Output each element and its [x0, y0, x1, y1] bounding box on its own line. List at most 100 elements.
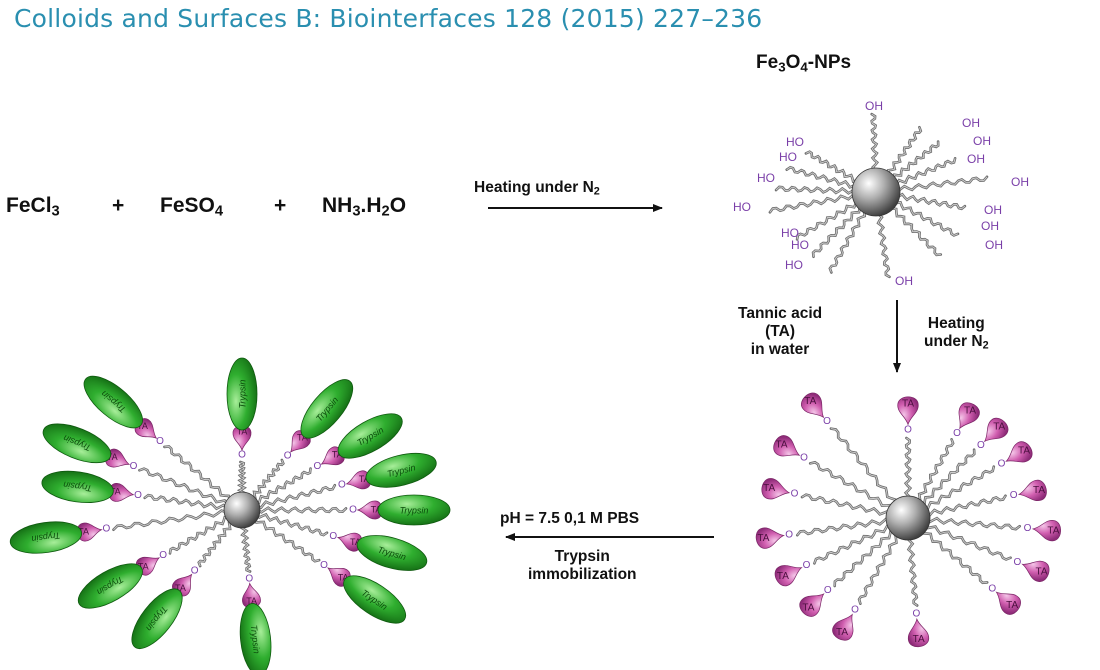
- step3-condition-top: pH = 7.5 0,1 M PBS: [500, 510, 640, 527]
- reagent-fecl3: FeCl3: [6, 194, 60, 220]
- ligand-chain: [257, 507, 347, 513]
- ta-label: TA: [110, 487, 121, 497]
- trypsin-enzyme: [377, 494, 451, 526]
- ligand-chain: [810, 461, 893, 510]
- plus-sign: +: [274, 194, 287, 217]
- trypsin-enzyme: [365, 452, 437, 488]
- ligand-chain: [769, 192, 859, 213]
- oxygen-linker-label: O: [904, 425, 912, 436]
- ligand-chain: [796, 518, 891, 536]
- oxygen-linker-label: O: [851, 604, 859, 615]
- ta-label: TA: [1006, 600, 1018, 611]
- ta-label: TA: [297, 432, 308, 442]
- tannic-acid-molecule: [1031, 520, 1061, 542]
- tannic-acid-molecule: [773, 435, 801, 457]
- hydroxyl-label: OH: [973, 134, 991, 148]
- trypsin-label: Trypsin: [400, 505, 429, 515]
- ligand-chain: [801, 494, 891, 515]
- oxygen-linker-label: O: [313, 461, 321, 472]
- hydroxyl-label: OH: [1011, 175, 1029, 189]
- hydroxyl-label: HO: [791, 238, 809, 252]
- oxygen-linker-label: O: [1014, 557, 1022, 568]
- trypsin-label: Trypsin: [31, 530, 61, 544]
- ligand-chain: [805, 151, 861, 184]
- ligand-chain: [920, 449, 975, 506]
- oxygen-linker-label: O: [130, 461, 138, 472]
- hydroxyl-label: HO: [785, 258, 803, 272]
- oxygen-linker-label: O: [338, 480, 346, 491]
- ligand-chain: [893, 193, 966, 210]
- oxygen-linker-label: O: [785, 529, 793, 540]
- oxygen-linker-label: O: [998, 459, 1006, 470]
- ligand-chain: [812, 204, 864, 257]
- oxygen-linker-label: O: [791, 489, 799, 500]
- trypsin-enzyme: [9, 521, 83, 554]
- ligand-chain: [892, 158, 956, 187]
- hydroxyl-label: HO: [779, 150, 797, 164]
- ligand-chain: [786, 166, 859, 188]
- ligand-chain: [830, 428, 897, 505]
- tannic-acid-molecule: [907, 617, 930, 648]
- ligand-chain: [252, 459, 284, 499]
- oxygen-linker-label: O: [238, 450, 246, 461]
- nanoparticle-title: Fe3O4-NPs: [756, 52, 852, 75]
- ta-label: TA: [137, 421, 148, 431]
- oxygen-linker-label: O: [159, 550, 167, 561]
- hydroxyl-label: HO: [757, 171, 775, 185]
- ligand-chain: [925, 495, 1006, 517]
- trypsin-enzyme: [83, 375, 143, 429]
- ta-label: TA: [757, 533, 769, 544]
- trypsin-enzyme: [239, 603, 272, 670]
- oxygen-linker-label: O: [156, 436, 164, 447]
- ligand-chain: [888, 204, 941, 256]
- ligand-chain: [906, 535, 918, 606]
- journal-citation: Colloids and Surfaces B: Biointerfaces 1…: [14, 4, 763, 33]
- ligand-chain: [858, 533, 900, 604]
- ligand-chain: [164, 446, 231, 500]
- step2-reagent: Tannic acid (TA) in water: [738, 305, 823, 358]
- hydroxyl-label: OH: [895, 274, 913, 288]
- ta-label: TA: [1018, 446, 1030, 457]
- reagent-ammonia: NH3.H2O: [322, 194, 407, 220]
- oxygen-linker-label: O: [1010, 490, 1018, 501]
- ligand-chain: [924, 524, 1011, 560]
- ta-label: TA: [964, 405, 976, 416]
- ligand-chain: [925, 517, 1020, 530]
- trypsin-enzyme: [343, 575, 407, 624]
- ligand-chain: [254, 518, 320, 562]
- trypsin-label: Trypsin: [237, 380, 247, 409]
- trypsin-label: Trypsin: [63, 480, 93, 494]
- trypsin-enzyme: [77, 563, 143, 609]
- ta-label: TA: [359, 474, 370, 484]
- ligand-chain: [775, 186, 859, 194]
- oxygen-linker-label: O: [912, 608, 920, 619]
- oxygen-linker-label: O: [329, 531, 337, 542]
- hydroxyl-label: HO: [781, 226, 799, 240]
- tannic-acid-molecule: [958, 402, 980, 430]
- trypsin-enzyme: [300, 379, 354, 439]
- ligand-chain: [923, 466, 995, 510]
- step2-condition: Heating under N2: [924, 315, 989, 352]
- iron-oxide-core: [885, 495, 931, 541]
- trypsin-enzyme: [356, 535, 428, 571]
- ligand-chain: [890, 141, 939, 182]
- ligand-chain: [257, 484, 336, 509]
- tannic-acid-molecule: [1005, 441, 1033, 463]
- ta-label: TA: [107, 452, 118, 462]
- ligand-chain: [905, 437, 911, 501]
- ligand-chain: [144, 494, 227, 510]
- ta-label: TA: [1047, 525, 1059, 536]
- hydroxyl-label: OH: [984, 203, 1002, 217]
- hydroxyl-label: OH: [967, 152, 985, 166]
- oxygen-linker-label: O: [102, 524, 110, 535]
- ligand-chain: [113, 510, 227, 531]
- ta-label: TA: [138, 561, 149, 571]
- hydroxyl-label: OH: [962, 116, 980, 130]
- ta-label: TA: [78, 527, 89, 537]
- reagent-feso4: FeSO4: [160, 194, 224, 220]
- ta-label: TA: [802, 602, 814, 613]
- ta-label: TA: [237, 426, 248, 436]
- hydroxyl-label: HO: [786, 135, 804, 149]
- oxygen-linker-label: O: [824, 585, 832, 596]
